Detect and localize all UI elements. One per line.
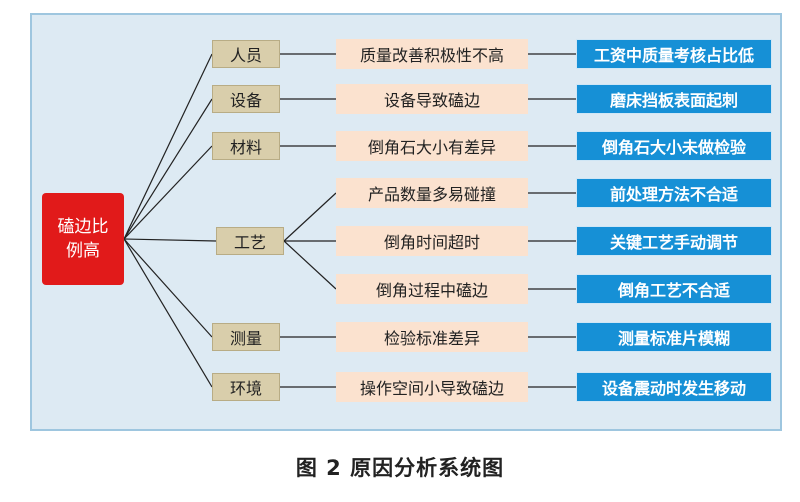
connector-root-cailiao	[123, 145, 213, 240]
root-cause-node: 倒角工艺不合适	[576, 274, 772, 304]
root-cause-node: 磨床挡板表面起刺	[576, 84, 772, 114]
root-cause-node: 测量标准片模糊	[576, 322, 772, 352]
connector-gongyi-cause-1	[283, 192, 337, 242]
root-cause-node: 工资中质量考核占比低	[576, 39, 772, 69]
root-cause-node: 设备震动时发生移动	[576, 372, 772, 402]
root-cause-node: 关键工艺手动调节	[576, 226, 772, 256]
category-celiang: 测量	[212, 323, 280, 351]
category-shebei: 设备	[212, 85, 280, 113]
root-problem-node: 磕边比 例高	[42, 193, 124, 285]
root-problem-line1: 磕边比	[57, 217, 109, 237]
connector-root-celiang	[123, 238, 213, 338]
connector-root-renyuan	[123, 53, 213, 240]
diagram-panel	[30, 13, 782, 431]
connector-root-huanjing	[123, 238, 213, 388]
cause-node: 操作空间小导致磕边	[336, 372, 528, 402]
category-renyuan: 人员	[212, 40, 280, 68]
root-problem-line2: 例高	[66, 241, 100, 261]
cause-node: 倒角时间超时	[336, 226, 528, 256]
cause-node: 倒角过程中磕边	[336, 274, 528, 304]
cause-node: 检验标准差异	[336, 322, 528, 352]
connector-root-shebei	[123, 98, 213, 240]
cause-node: 设备导致磕边	[336, 84, 528, 114]
figure-caption: 图 2 原因分析系统图	[295, 456, 505, 480]
cause-node: 倒角石大小有差异	[336, 131, 528, 161]
category-cailiao: 材料	[212, 132, 280, 160]
connector-gongyi-cause-3	[283, 240, 337, 290]
category-gongyi: 工艺	[216, 227, 284, 255]
category-huanjing: 环境	[212, 373, 280, 401]
cause-node: 产品数量多易碰撞	[336, 178, 528, 208]
root-cause-node: 前处理方法不合适	[576, 178, 772, 208]
root-cause-node: 倒角石大小未做检验	[576, 131, 772, 161]
connector-root-gongyi	[123, 238, 217, 242]
cause-node: 质量改善积极性不高	[336, 39, 528, 69]
